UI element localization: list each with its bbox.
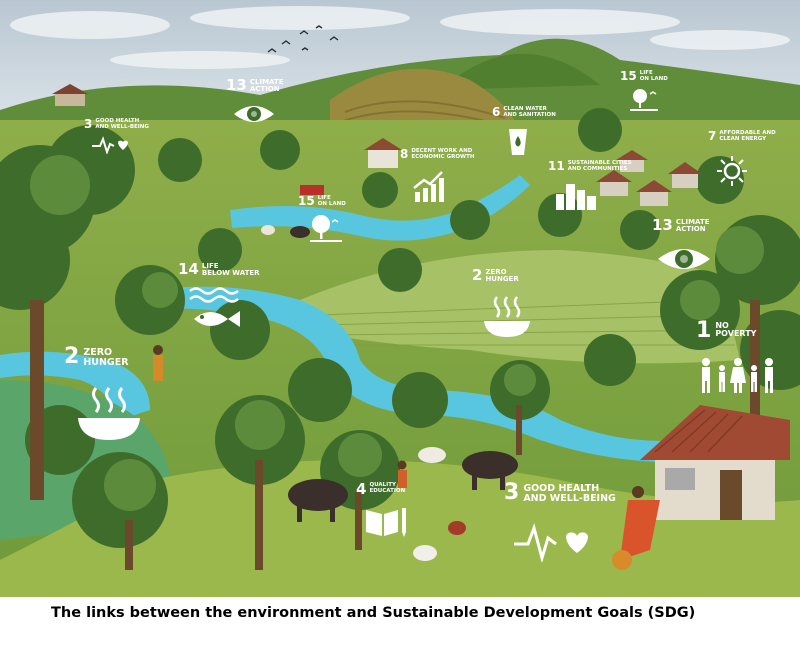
growth-chart-icon [413, 171, 444, 202]
family-icon [702, 358, 773, 393]
goal-number: 2 [472, 266, 483, 284]
sun-icon [717, 156, 747, 186]
goal-name: GOOD HEALTH AND WELL-BEING [523, 483, 616, 504]
tree-bird-icon [630, 89, 658, 111]
fish-waves-icon [189, 287, 240, 327]
hen-red [448, 521, 466, 535]
caption-bar: The links between the environment and Su… [0, 597, 800, 646]
water-glass-icon [509, 129, 527, 155]
cone-hill [440, 53, 600, 90]
animals [261, 225, 518, 561]
goal-name: LIFE ON LAND [317, 195, 346, 207]
goal-number: 13 [226, 76, 247, 94]
goal-name: ZERO HUNGER [83, 347, 129, 368]
goal-number: 8 [400, 147, 409, 161]
goal-number: 7 [708, 129, 717, 143]
goal-name: LIFE BELOW WATER [201, 262, 260, 277]
goal-number: 14 [178, 260, 199, 278]
goal-name: CLIMATE ACTION [675, 218, 710, 233]
goal-number: 13 [652, 216, 673, 234]
birds [267, 25, 339, 53]
tree-bird-icon [310, 215, 342, 242]
earth-eye-icon [658, 249, 710, 269]
goal-number: 2 [64, 344, 80, 369]
goal-name: NO POVERTY [715, 321, 757, 338]
goal-name: CLIMATE ACTION [249, 78, 284, 93]
goal-number: 1 [696, 318, 712, 343]
heartbeat-icon [92, 136, 128, 154]
goal-name: DECENT WORK AND ECONOMIC GROWTH [411, 148, 475, 160]
trees [0, 108, 800, 570]
goal-number: 11 [548, 159, 565, 173]
goat [418, 447, 446, 463]
goal-name: SUSTAINABLE CITIES AND COMMUNITIES [567, 160, 632, 172]
goal-name: AFFORDABLE AND CLEAN ENERGY [719, 130, 776, 142]
hen-white [413, 545, 437, 561]
houses [52, 84, 702, 206]
goal-number: 3 [84, 117, 93, 131]
goal-name: GOOD HEALTH AND WELL-BEING [95, 118, 149, 130]
earth-eye-icon [234, 106, 274, 122]
goal-name: QUALITY EDUCATION [369, 482, 406, 494]
goal-number: 4 [356, 480, 367, 498]
steaming-bowl-icon [78, 387, 140, 440]
buffalo-right [462, 451, 518, 479]
steaming-bowl-icon [484, 296, 530, 337]
goal-number: 3 [504, 480, 520, 505]
city-buildings-icon [556, 184, 596, 210]
red-truck [300, 185, 324, 195]
people [153, 345, 660, 570]
river [150, 286, 740, 462]
heartbeat-icon [514, 523, 588, 562]
goal-number: 15 [298, 194, 315, 208]
goal-number: 6 [492, 105, 501, 119]
hut [640, 405, 790, 520]
goal-number: 15 [620, 69, 637, 83]
figure-caption: The links between the environment and Su… [51, 605, 696, 621]
clouds [10, 6, 790, 69]
landscape-artwork [0, 0, 800, 597]
goal-name: CLEAN WATER AND SANITATION [503, 106, 556, 118]
goal-name: LIFE ON LAND [639, 70, 668, 82]
meadow [0, 460, 800, 597]
goal-name: ZERO HUNGER [485, 268, 519, 283]
book-pencil-icon [366, 508, 406, 537]
